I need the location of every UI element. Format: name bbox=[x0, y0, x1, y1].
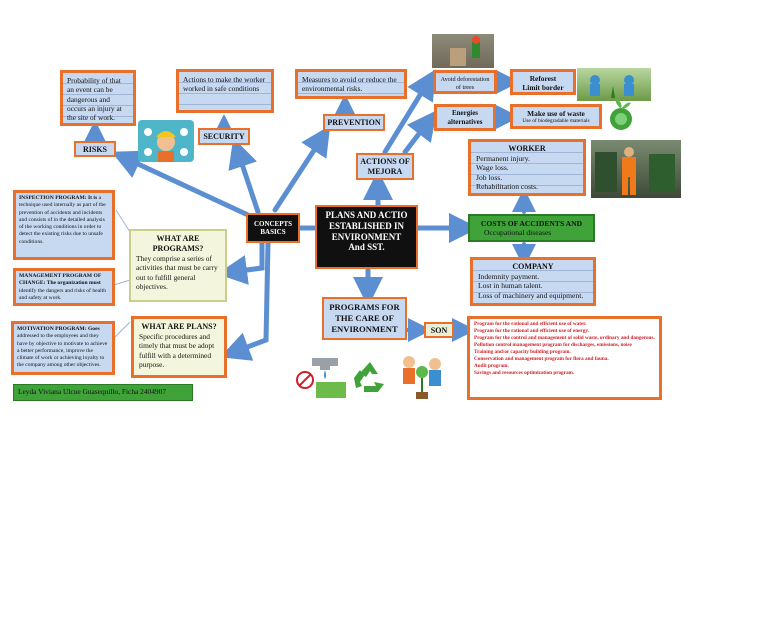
program-item: Audit program. bbox=[474, 363, 509, 370]
recycle-illustration bbox=[352, 360, 388, 394]
company-item: Indemnity payment. bbox=[478, 272, 540, 281]
kids-planting-illustration bbox=[397, 352, 447, 400]
energies-box: Energies alternatives bbox=[434, 104, 496, 131]
reforest-line-1: Reforest bbox=[529, 74, 557, 83]
energies-line-2: alternatives bbox=[447, 117, 483, 126]
what-programs-text: They comprise a series of activities tha… bbox=[136, 254, 218, 291]
water-tap-icon bbox=[296, 358, 346, 398]
waste-line-1: Make use of waste bbox=[527, 109, 585, 118]
author-text: Leyda Viviana Ulcue Guasequillo, Ficha 2… bbox=[18, 387, 167, 396]
tree-stump-icon bbox=[450, 36, 480, 66]
risks-label: RISKS bbox=[74, 141, 116, 157]
central-line-2: ESTABLISHED IN bbox=[328, 220, 405, 231]
costs-box: COSTS OF ACCIDENTS AND Occupational dise… bbox=[468, 214, 595, 242]
actions-line-2: MEJORA bbox=[367, 166, 403, 176]
children-plant-icon bbox=[403, 356, 441, 399]
arrow-security bbox=[228, 137, 261, 215]
arrow-risks bbox=[111, 150, 251, 218]
hub-line-1: CONCEPTS bbox=[253, 220, 293, 228]
what-plans-title: WHAT ARE PLANS? bbox=[141, 322, 217, 331]
company-item: Loss of machinery and equipment. bbox=[478, 290, 584, 300]
author-credit: Leyda Viviana Ulcue Guasequillo, Ficha 2… bbox=[13, 384, 193, 401]
program-item: Pollution control management program for… bbox=[474, 342, 632, 349]
program-list: Program for the rational and efficient u… bbox=[467, 316, 662, 400]
energies-line-1: Energies bbox=[451, 109, 479, 117]
security-label: SECURITY bbox=[198, 128, 250, 145]
management-program: MANAGEMENT PROGRAM OF CHANGE: The organi… bbox=[13, 268, 115, 306]
inspection-text: a technique used internally as part of t… bbox=[19, 195, 106, 245]
prevention-definition: Measures to avoid or reduce the environm… bbox=[295, 69, 407, 99]
reforest-line-2: Limit border bbox=[522, 83, 564, 93]
actions-mejora: ACTIONS OF MEJORA bbox=[356, 153, 414, 180]
hub-line-2: BASICS bbox=[260, 228, 286, 237]
program-item: Conservation and management program for … bbox=[474, 356, 609, 363]
central-line-3: ENVIRONMENT bbox=[331, 231, 402, 242]
plant-globe-illustration bbox=[607, 99, 635, 131]
inspection-title: INSPECTION PROGRAM: It is bbox=[19, 195, 98, 201]
what-are-programs: WHAT ARE PROGRAMS? They comprise a serie… bbox=[129, 229, 227, 302]
management-title: MANAGEMENT PROGRAM OF CHANGE: The organi… bbox=[19, 273, 102, 287]
son-label: SON bbox=[424, 322, 454, 338]
company-title: COMPANY bbox=[512, 262, 554, 271]
motivation-program: MOTIVATION PROGRAM: Goes addressed to th… bbox=[11, 321, 115, 375]
motivation-text: addressed to the employees and they have… bbox=[17, 333, 108, 369]
arrow-what-plans bbox=[219, 240, 271, 361]
worker-box: WORKER Permanent injury. Wage loss. Job … bbox=[468, 139, 586, 196]
management-text: identify the dangers and risks of health… bbox=[19, 287, 106, 301]
risks-definition: Probability of that an event can be dang… bbox=[60, 70, 136, 126]
worker-item: Permanent injury. bbox=[476, 154, 530, 163]
waste-collector-icon bbox=[595, 147, 675, 195]
worker-title: WORKER bbox=[508, 144, 546, 153]
environment-care-illustration bbox=[296, 352, 350, 400]
program-item: Program for the rational and efficient u… bbox=[474, 321, 587, 327]
plant-globe-icon bbox=[610, 99, 632, 130]
central-line-4: And SST. bbox=[348, 242, 385, 253]
waste-box: Make use of waste Use of biodegradable m… bbox=[510, 104, 602, 129]
worker-item: Rehabilitation costs. bbox=[476, 182, 539, 192]
arrow-what-programs bbox=[217, 240, 265, 285]
costs-line-1: COSTS OF ACCIDENTS AND bbox=[480, 219, 583, 228]
central-line-1: PLANS AND ACTIO bbox=[325, 210, 408, 220]
arrow-energies bbox=[402, 110, 438, 155]
programs-care-text: PROGRAMS FOR THE CARE OF ENVIRONMENT bbox=[329, 302, 400, 334]
costs-line-2: Occupational diseases bbox=[484, 228, 552, 238]
company-item: Lost in human talent. bbox=[478, 281, 543, 291]
risks-text: Probability of that an event can be dang… bbox=[67, 76, 122, 122]
reforest-box: Reforest Limit border bbox=[510, 69, 576, 95]
program-item: Program for the rational and efficient u… bbox=[474, 328, 589, 335]
security-text: Actions to make the worker worked in saf… bbox=[183, 75, 266, 94]
what-programs-title: WHAT ARE PROGRAMS? bbox=[152, 234, 204, 253]
central-node: PLANS AND ACTIO ESTABLISHED IN ENVIRONME… bbox=[315, 205, 418, 269]
planting-people-icon bbox=[590, 75, 634, 98]
worker-item: Job loss. bbox=[476, 172, 503, 182]
actions-line-1: ACTIONS OF bbox=[360, 156, 410, 166]
arrow-deforest bbox=[382, 69, 436, 155]
programs-care: PROGRAMS FOR THE CARE OF ENVIRONMENT bbox=[322, 297, 407, 340]
worker-helmet-icon bbox=[144, 128, 188, 162]
what-plans-text: Specific procedures and timely that must… bbox=[139, 332, 215, 369]
garbage-worker-photo bbox=[591, 140, 681, 198]
inspection-program: INSPECTION PROGRAM: It is a technique us… bbox=[13, 190, 115, 260]
reforest-photo bbox=[577, 68, 651, 101]
recycle-icon bbox=[354, 362, 384, 392]
prevention-label: PREVENTION bbox=[323, 114, 385, 131]
program-item: Savings and resources optimization progr… bbox=[474, 370, 575, 377]
arrow-prevention bbox=[272, 125, 331, 213]
waste-line-2: Use of biodegradable materials bbox=[522, 118, 590, 125]
deforestation-text: Avoid deforestation of trees bbox=[440, 76, 490, 91]
worker-item: Wage loss. bbox=[476, 163, 509, 173]
prevention-text: Measures to avoid or reduce the environm… bbox=[302, 75, 397, 94]
safety-worker-illustration bbox=[138, 120, 194, 162]
concepts-hub: CONCEPTS BASICS bbox=[246, 213, 300, 243]
program-item: Program for the control and management o… bbox=[474, 335, 655, 342]
what-are-plans: WHAT ARE PLANS? Specific procedures and … bbox=[131, 316, 227, 378]
deforestation-photo bbox=[432, 34, 494, 68]
motivation-title: MOTIVATION PROGRAM: Goes bbox=[17, 326, 100, 332]
program-item: Training and/or capacity building progra… bbox=[474, 349, 571, 356]
avoid-deforestation: Avoid deforestation of trees bbox=[433, 70, 497, 94]
company-box: COMPANY Indemnity payment. Lost in human… bbox=[470, 257, 596, 306]
security-definition: Actions to make the worker worked in saf… bbox=[176, 69, 274, 113]
